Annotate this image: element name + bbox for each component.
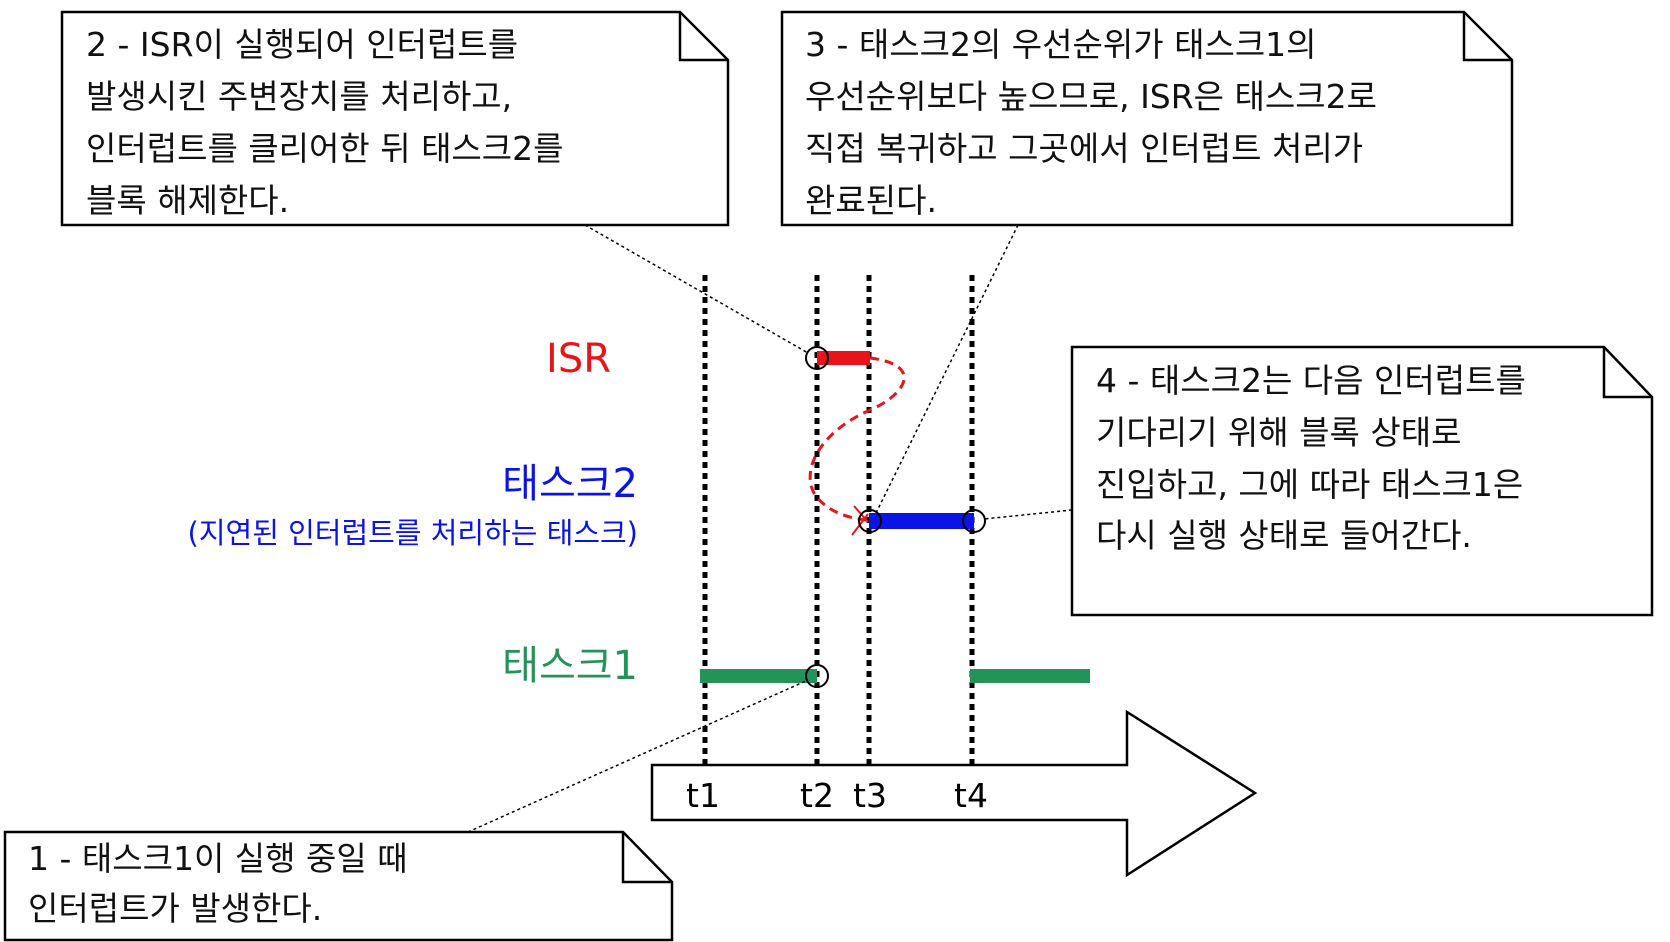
note-2-line-4: 블록 해제한다. bbox=[86, 181, 289, 220]
note-3-box bbox=[780, 10, 1514, 227]
note-4-line-1: 4 - 태스크2는 다음 인터럽트를 bbox=[1096, 361, 1526, 400]
note-2: 2 - ISR이 실행되어 인터럽트를 발생시킨 주변장치를 처리하고, 인터럽… bbox=[60, 10, 730, 227]
event-circle-isr-start bbox=[805, 346, 829, 370]
note-4-fold bbox=[1602, 347, 1652, 399]
tick-label-t1: t1 bbox=[686, 776, 720, 815]
leader-note-4 bbox=[983, 509, 1073, 520]
note-4-line-3: 진입하고, 그에 따라 태스크1은 bbox=[1096, 465, 1523, 504]
note-3-line-3: 직접 복귀하고 그곳에서 인터럽트 처리가 bbox=[805, 129, 1363, 168]
tick-label-t2: t2 bbox=[800, 776, 834, 815]
note-3-line-4: 완료된다. bbox=[805, 181, 937, 220]
note-4-line-4: 다시 실행 상태로 들어간다. bbox=[1096, 516, 1472, 555]
leader-note-1 bbox=[467, 679, 809, 833]
note-1-box bbox=[3, 830, 674, 942]
note-1: 1 - 태스크1이 실행 중일 때 인터럽트가 발생한다. bbox=[3, 830, 674, 942]
leader-note-3 bbox=[875, 224, 1019, 514]
note-3-fold bbox=[1462, 12, 1512, 62]
time-axis-arrow bbox=[650, 709, 1258, 878]
note-2-box bbox=[60, 10, 730, 227]
note-2-fold bbox=[678, 12, 728, 62]
tick-label-t3: t3 bbox=[853, 776, 887, 815]
note-4: 4 - 태스크2는 다음 인터럽트를 기다리기 위해 블록 상태로 진입하고, … bbox=[1070, 345, 1654, 617]
lane-label-task1: 태스크1 bbox=[502, 643, 638, 689]
lane-sublabel-task2: (지연된 인터럽트를 처리하는 태스크) bbox=[188, 516, 638, 550]
tick-label-t4: t4 bbox=[954, 776, 988, 815]
note-2-line-1: 2 - ISR이 실행되어 인터럽트를 bbox=[86, 25, 518, 64]
note-1-line-2: 인터럽트가 발생한다. bbox=[28, 889, 322, 928]
isr-return-curve bbox=[808, 356, 906, 522]
note-2-line-3: 인터럽트를 클리어한 뒤 태스크2를 bbox=[86, 129, 564, 168]
note-3-line-2: 우선순위보다 높으므로, ISR은 태스크2로 bbox=[805, 77, 1377, 116]
event-circle-task2-start bbox=[858, 509, 882, 533]
leader-note-2 bbox=[584, 224, 809, 354]
note-3-line-1: 3 - 태스크2의 우선순위가 태스크1의 bbox=[805, 25, 1317, 64]
event-circle-task1-interrupt bbox=[805, 664, 829, 688]
note-2-line-2: 발생시킨 주변장치를 처리하고, bbox=[86, 77, 512, 116]
note-1-fold bbox=[621, 832, 672, 884]
note-1-line-1: 1 - 태스크1이 실행 중일 때 bbox=[28, 839, 408, 878]
lane-label-task2: 태스크2 bbox=[502, 461, 638, 507]
event-circle-task2-end bbox=[962, 509, 986, 533]
note-4-line-2: 기다리기 위해 블록 상태로 bbox=[1096, 413, 1461, 452]
note-4-box bbox=[1070, 345, 1654, 617]
note-3: 3 - 태스크2의 우선순위가 태스크1의 우선순위보다 높으므로, ISR은 … bbox=[780, 10, 1514, 227]
lane-label-isr: ISR bbox=[546, 336, 611, 382]
